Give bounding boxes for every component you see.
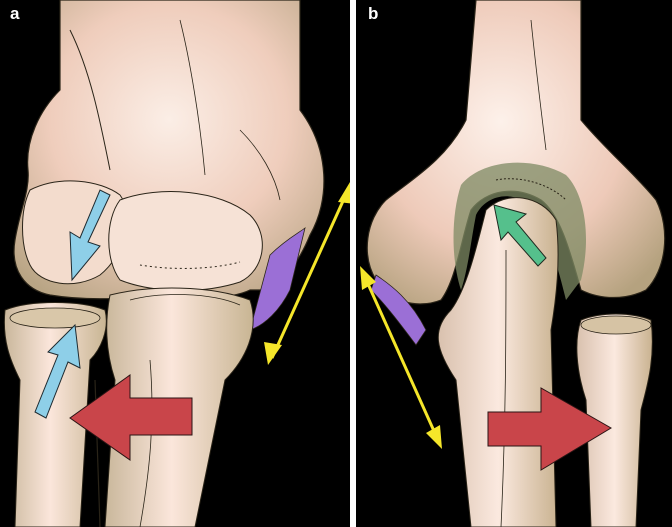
panel-divider <box>350 0 356 527</box>
lateral-ligament <box>249 226 306 331</box>
panel-a: a <box>3 0 350 527</box>
panel-label: a <box>10 4 20 23</box>
panel-b: b <box>356 0 672 527</box>
panel-b-illustration <box>360 0 666 527</box>
blue-arrow-lower <box>34 323 81 419</box>
radius <box>576 313 653 527</box>
lateral-ligament <box>370 274 427 346</box>
yellow-double-arrow <box>264 182 350 365</box>
radius <box>3 302 107 527</box>
red-arrow <box>69 374 193 461</box>
green-arrow <box>493 204 547 267</box>
panel-a-illustration <box>3 0 350 527</box>
red-arrow <box>487 387 612 471</box>
yellow-double-arrow <box>360 266 442 449</box>
panel-label: b <box>368 4 379 23</box>
blue-arrow-upper <box>69 189 111 282</box>
